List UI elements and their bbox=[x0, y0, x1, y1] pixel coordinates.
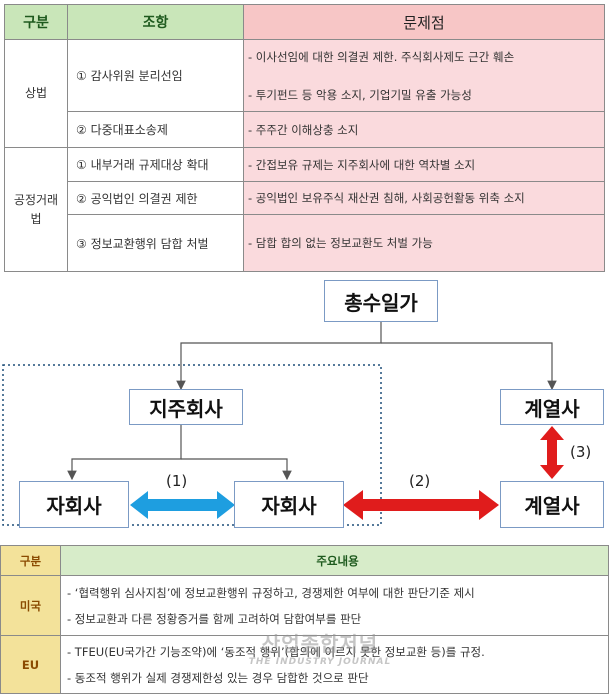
content-cell: - ‘협력행위 심사지침’에 정보교환행위 규정하고, 경쟁제한 여부에 대한 … bbox=[60, 575, 609, 636]
problem-cell: - 주주간 이해상충 소지 bbox=[243, 111, 605, 148]
subsidiary-right-box: 자회사 bbox=[234, 481, 344, 528]
table-header-row: 구분 조항 문제점 bbox=[4, 4, 605, 40]
header-content: 주요내용 bbox=[60, 545, 609, 576]
table-row: 상법 ① 감사위원 분리선임 - 이사선임에 대한 의결권 제한. 주식회사제도… bbox=[4, 39, 605, 148]
foreign-cases-table: 구분 주요내용 미국 - ‘협력행위 심사지침’에 정보교환행위 규정하고, 경… bbox=[0, 545, 609, 694]
category-commercial-law: 상법 bbox=[4, 39, 68, 148]
problem-text: - 담합 합의 없는 정보교환도 처벌 가능 bbox=[248, 236, 433, 250]
connector-line bbox=[381, 342, 557, 391]
problem-text: - 공익법인 보유주식 재산권 침해, 사회공헌활동 위축 소지 bbox=[248, 191, 525, 205]
category-eu: EU bbox=[0, 635, 61, 694]
table-row: EU - TFEU(EU국가간 기능조약)에 ‘동조적 행위’(합의에 이르지 … bbox=[0, 635, 609, 694]
content-line: - 동조적 행위가 실제 경쟁제한성 있는 경우 담합한 것으로 판단 bbox=[67, 670, 369, 685]
problem-text: - 투기펀드 등 악용 소지, 기업기밀 유출 가능성 bbox=[248, 87, 472, 102]
table-row: ② 공익법인 의결권 제한 - 공익법인 보유주식 재산권 침해, 사회공헌활동… bbox=[5, 181, 605, 215]
table-row: ② 다중대표소송제 - 주주간 이해상충 소지 bbox=[5, 111, 605, 148]
connector-line bbox=[67, 425, 182, 481]
category-usa: 미국 bbox=[0, 575, 61, 636]
blue-double-arrow bbox=[130, 491, 235, 519]
holding-group-boundary bbox=[2, 364, 382, 526]
article-cell: ② 공익법인 의결권 제한 bbox=[67, 181, 244, 215]
label-3: (3) bbox=[570, 443, 592, 461]
affiliate-bottom-box: 계열사 bbox=[500, 481, 604, 528]
regulation-problems-table: 구분 조항 문제점 상법 ① 감사위원 분리선임 - 이사선임에 대한 의결권 … bbox=[4, 4, 605, 272]
problem-cell: - 이사선임에 대한 의결권 제한. 주식회사제도 근간 훼손 - 투기펀드 등… bbox=[243, 39, 605, 112]
article-cell: ① 감사위원 분리선임 bbox=[67, 39, 244, 112]
label-1: (1) bbox=[166, 472, 188, 490]
content-cell: - TFEU(EU국가간 기능조약)에 ‘동조적 행위’(합의에 이르지 못한 … bbox=[60, 635, 609, 694]
table-row: 공정거래법 ① 내부거래 규제대상 확대 - 간접보유 규제는 지주회사에 대한… bbox=[4, 147, 605, 272]
problem-cell: - 간접보유 규제는 지주회사에 대한 역차별 소지 bbox=[243, 147, 605, 182]
header-article: 조항 bbox=[67, 4, 244, 40]
article-cell: ① 내부거래 규제대상 확대 bbox=[67, 147, 244, 182]
subsidiary-left-box: 자회사 bbox=[19, 481, 129, 528]
table-row: ③ 정보교환행위 담합 처벌 - 담합 합의 없는 정보교환도 처벌 가능 bbox=[5, 214, 605, 272]
connector-line bbox=[176, 322, 382, 391]
category-fair-trade-law: 공정거래법 bbox=[4, 147, 68, 272]
content-line: - TFEU(EU국가간 기능조약)에 ‘동조적 행위’(합의에 이르지 못한 … bbox=[67, 644, 485, 659]
header-category: 구분 bbox=[4, 4, 68, 40]
affiliate-top-box: 계열사 bbox=[500, 389, 604, 425]
category-label: 공정거래법 bbox=[13, 192, 59, 226]
content-line: - 정보교환과 다른 정황증거를 함께 고려하여 담합여부를 판단 bbox=[67, 611, 362, 626]
problem-text: - 간접보유 규제는 지주회사에 대한 역차별 소지 bbox=[248, 157, 476, 172]
ownership-diagram: 총수일가 지주회사 자회사 자회사 계열사 계열사 (1) (2) (3) bbox=[0, 278, 609, 540]
article-cell: ③ 정보교환행위 담합 처벌 bbox=[67, 214, 244, 272]
problem-cell: - 담합 합의 없는 정보교환도 처벌 가능 bbox=[243, 214, 605, 272]
label-2: (2) bbox=[409, 472, 431, 490]
table-header-row: 구분 주요내용 bbox=[0, 545, 609, 576]
problem-cell: - 공익법인 보유주식 재산권 침해, 사회공헌활동 위축 소지 bbox=[243, 181, 605, 215]
diagram-lines bbox=[2, 322, 564, 526]
red-double-arrow-horizontal bbox=[343, 490, 499, 520]
content-line: - ‘협력행위 심사지침’에 정보교환행위 규정하고, 경쟁제한 여부에 대한 … bbox=[67, 585, 475, 600]
header-problems: 문제점 bbox=[243, 4, 605, 40]
problem-text: - 주주간 이해상충 소지 bbox=[248, 122, 359, 137]
problem-text: - 이사선임에 대한 의결권 제한. 주식회사제도 근간 훼손 bbox=[248, 49, 515, 64]
owner-family-box: 총수일가 bbox=[324, 280, 438, 322]
header-category: 구분 bbox=[0, 545, 61, 576]
connector-line bbox=[181, 458, 292, 481]
holding-company-box: 지주회사 bbox=[129, 389, 243, 425]
article-cell: ② 다중대표소송제 bbox=[67, 111, 244, 148]
red-double-arrow-vertical bbox=[540, 426, 564, 479]
table-row: 미국 - ‘협력행위 심사지침’에 정보교환행위 규정하고, 경쟁제한 여부에 … bbox=[0, 575, 609, 636]
